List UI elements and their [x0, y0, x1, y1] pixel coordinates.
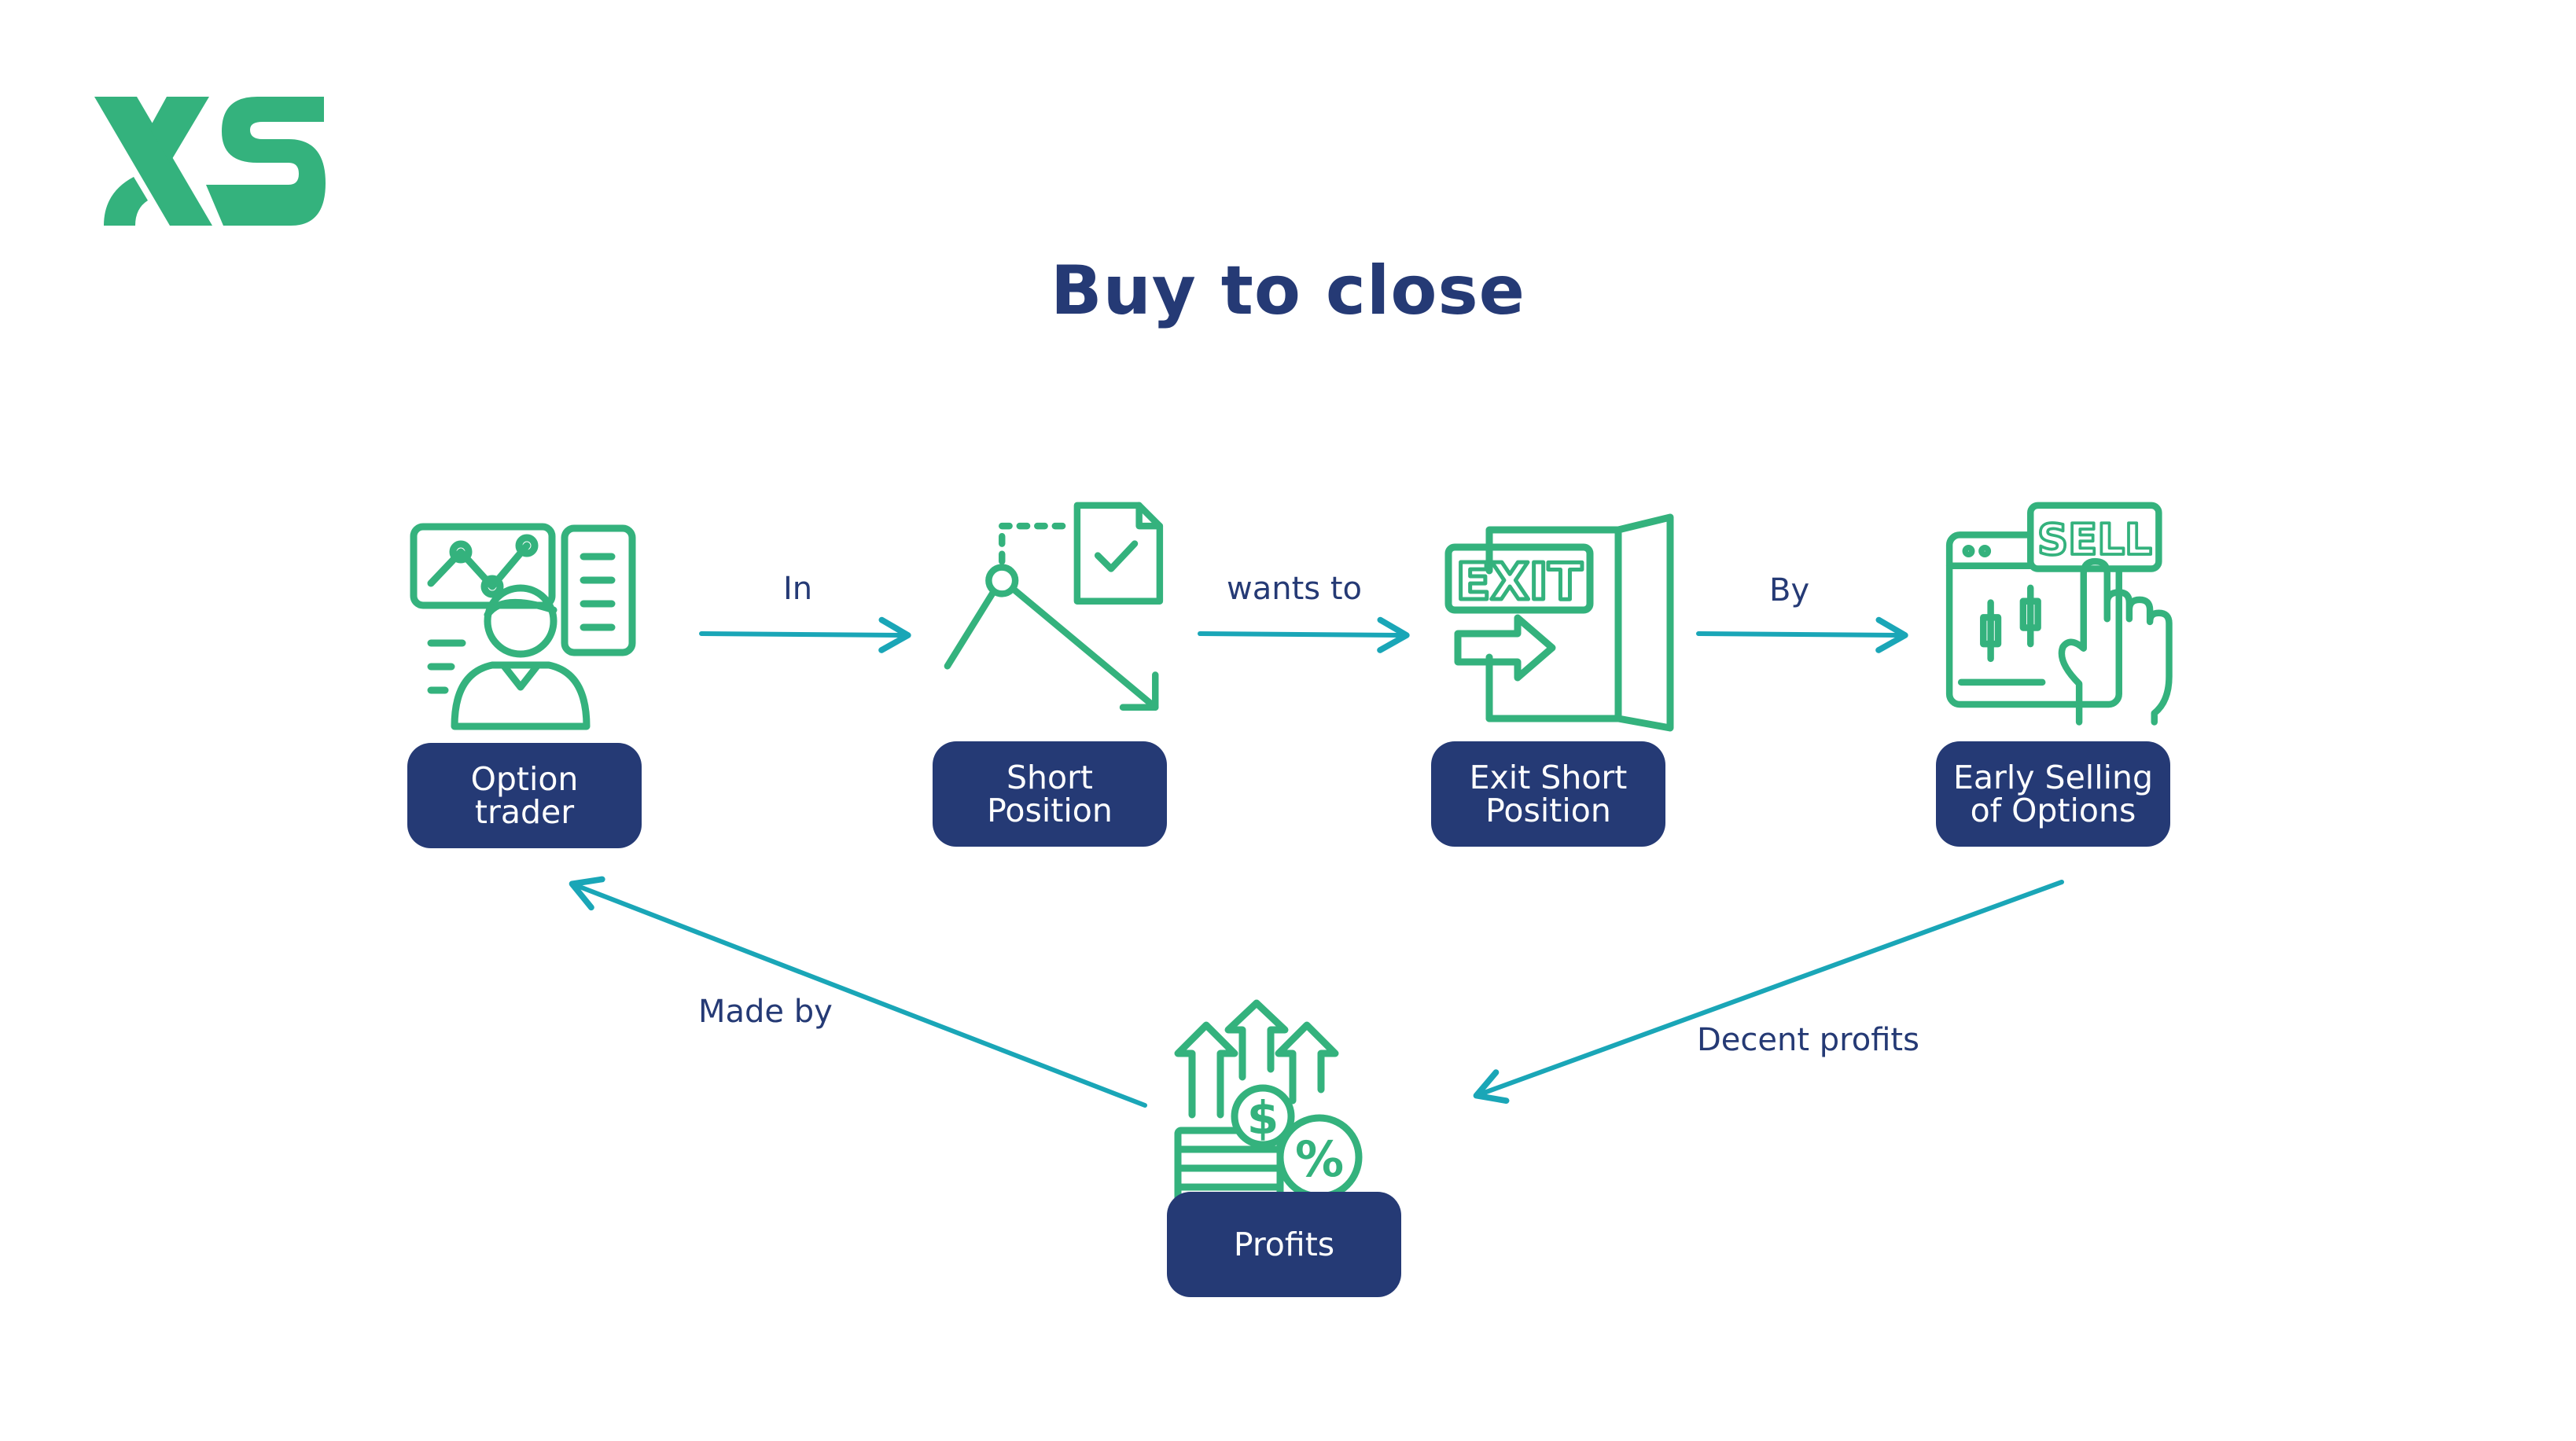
node-early-selling-line1: Early Selling — [1952, 759, 2153, 796]
arrow-in — [699, 616, 911, 653]
down-trend-document-icon — [944, 502, 1164, 711]
arrow-decent-profits — [1473, 880, 2064, 1105]
node-option-trader-line2: trader — [474, 793, 575, 831]
svg-text:SELL: SELL — [2037, 515, 2152, 564]
sell-screen-hand-icon: SELL — [1945, 502, 2173, 726]
exit-door-icon: EXIT — [1444, 513, 1674, 732]
svg-text:EXIT: EXIT — [1456, 553, 1583, 612]
node-option-trader: Option trader — [407, 743, 642, 848]
node-exit-short-position-line1: Exit Short — [1469, 759, 1628, 796]
svg-text:$: $ — [1247, 1091, 1279, 1145]
edge-label-decent-profits: Decent profits — [1697, 1022, 1919, 1058]
node-exit-short-position: Exit Short Position — [1431, 741, 1665, 847]
arrow-wants-to — [1198, 616, 1410, 653]
arrow-made-by — [569, 876, 1147, 1108]
node-short-position-line2: Position — [987, 792, 1113, 829]
node-profits-label: Profits — [1233, 1226, 1335, 1263]
node-short-position-line1: Short — [1006, 759, 1093, 796]
node-early-selling-line2: of Options — [1970, 792, 2136, 829]
svg-text:%: % — [1295, 1130, 1344, 1188]
edge-label-by: By — [1769, 572, 1810, 608]
arrow-by — [1696, 616, 1908, 653]
node-option-trader-line1: Option — [470, 760, 579, 798]
diagram-title: Buy to close — [1051, 252, 1525, 330]
node-early-selling: Early Selling of Options — [1936, 741, 2170, 847]
edge-label-wants-to: wants to — [1227, 571, 1362, 607]
node-short-position: Short Position — [933, 741, 1167, 847]
edge-label-in: In — [783, 571, 813, 607]
xs-logo — [94, 97, 326, 226]
node-exit-short-position-line2: Position — [1485, 792, 1611, 829]
trader-chart-icon — [410, 523, 636, 730]
edge-label-made-by: Made by — [698, 994, 833, 1030]
node-profits: Profits — [1167, 1192, 1401, 1297]
